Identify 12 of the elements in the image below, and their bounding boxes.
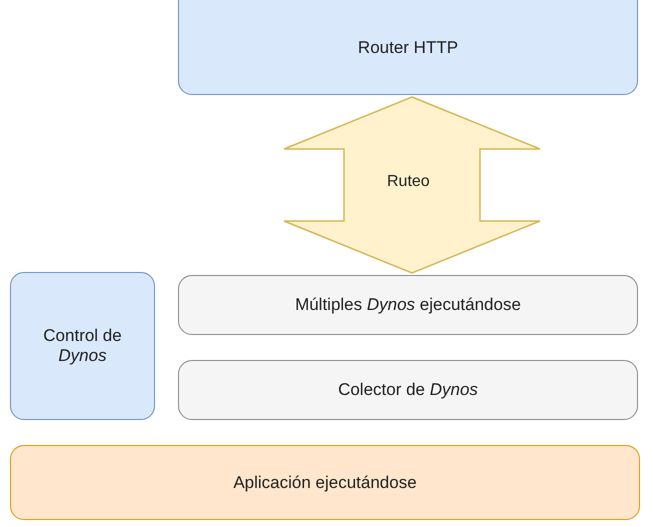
node-label: Router HTTP: [358, 38, 458, 58]
process-box: [178, 275, 638, 335]
node-label: Múltiples Dynos ejecutándose: [295, 295, 521, 315]
double-block-arrow: [283, 96, 541, 274]
edge-label: Ruteo: [387, 173, 430, 191]
node-label: Colector de Dynos: [338, 380, 478, 400]
node-label: Aplicación ejecutándose: [233, 472, 417, 492]
process-box: [178, 360, 638, 420]
router-box: [178, 0, 638, 95]
node-label: Control de Dynos: [42, 326, 123, 366]
application-box: [10, 445, 640, 520]
control-box: [10, 272, 155, 420]
